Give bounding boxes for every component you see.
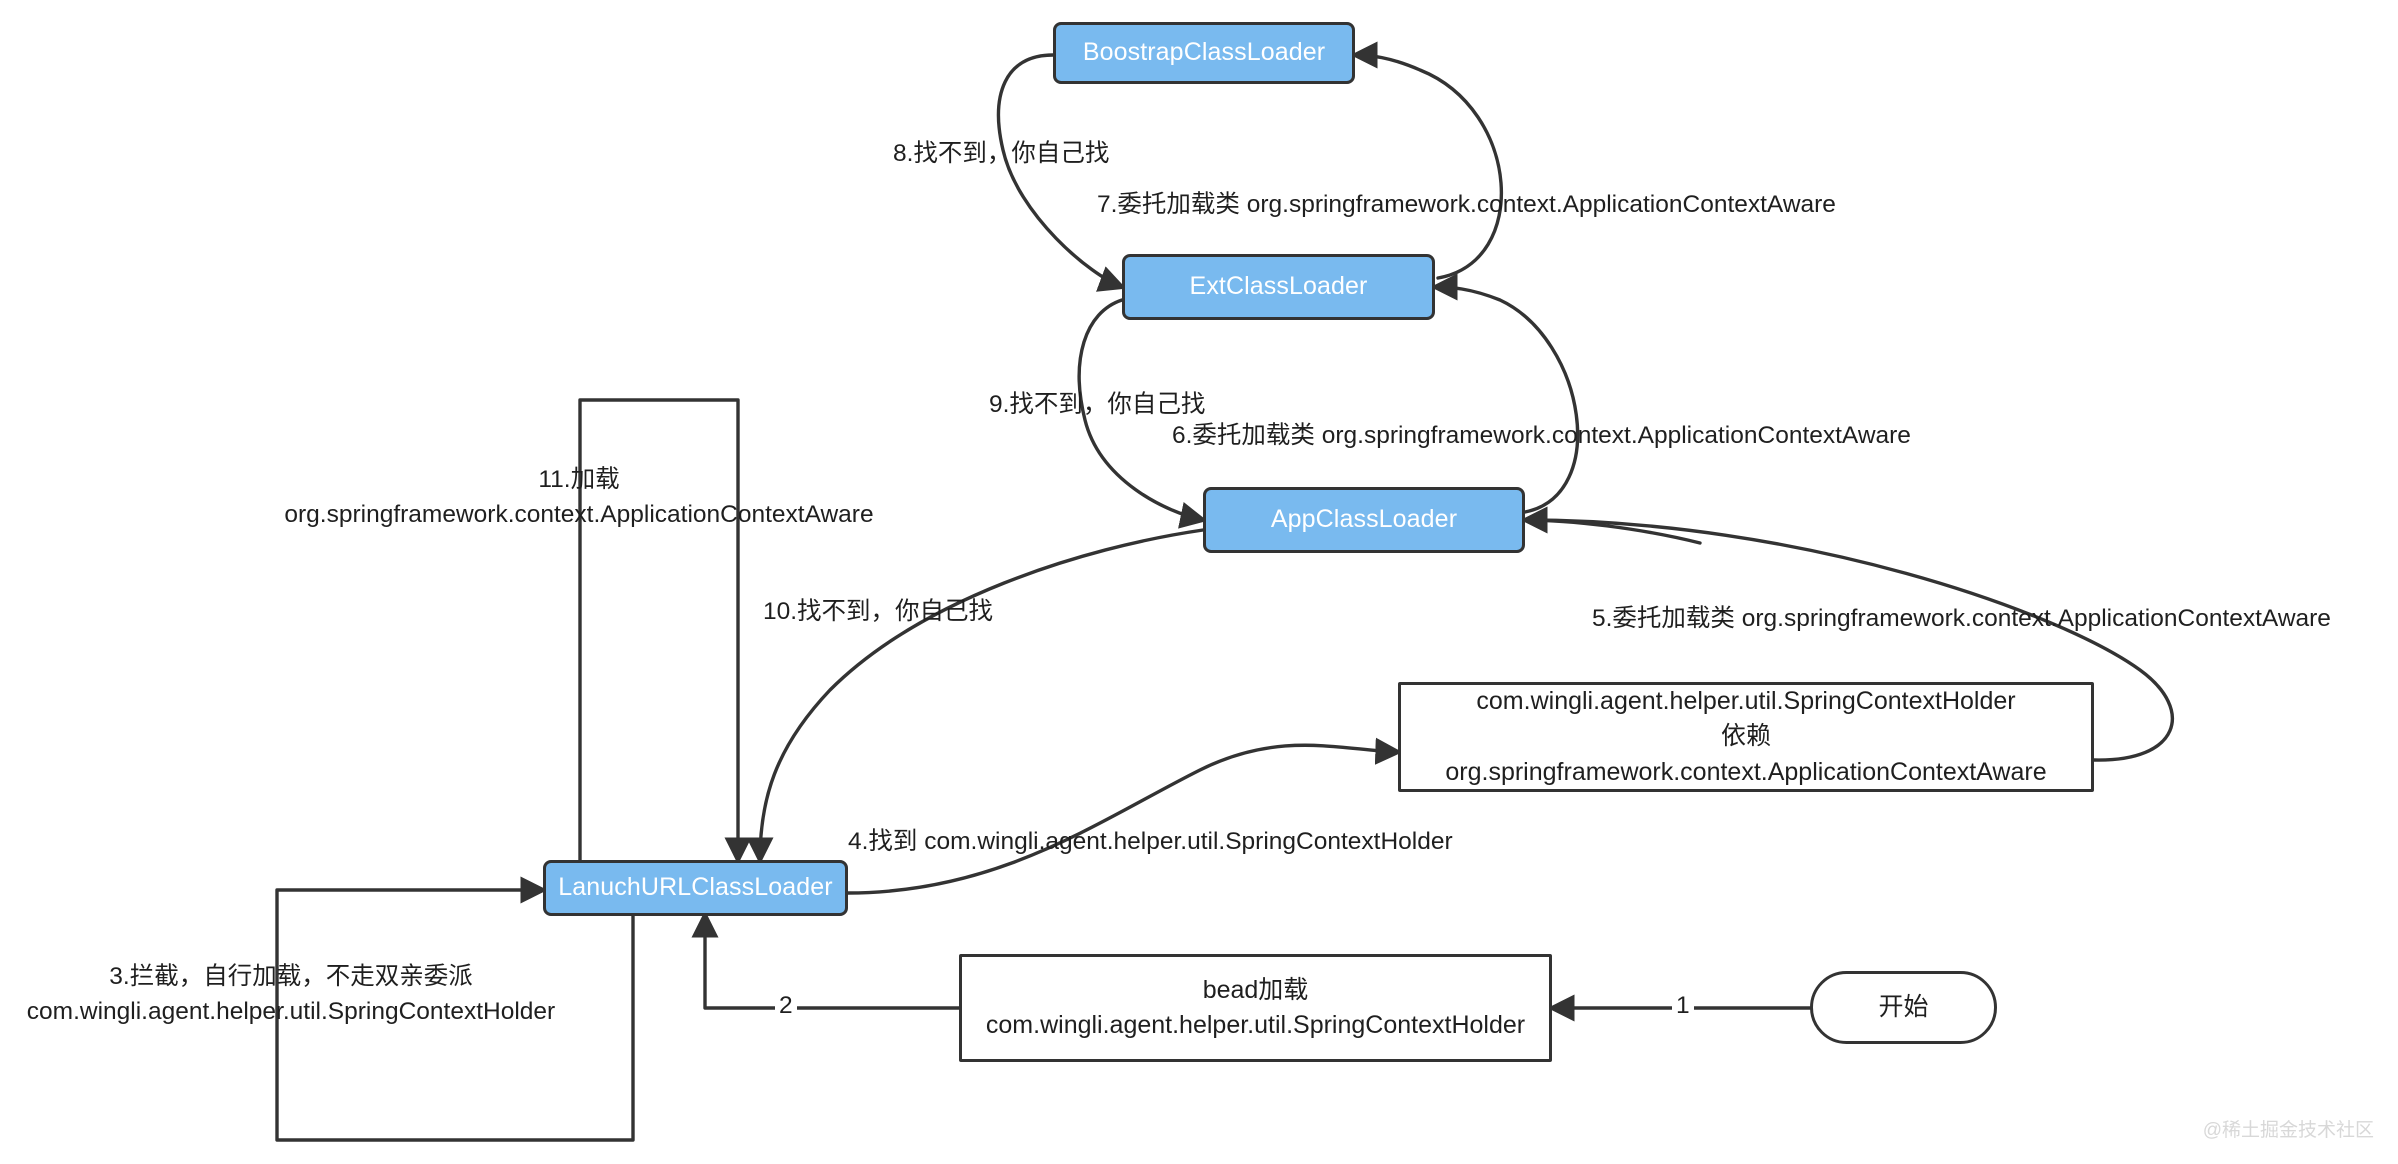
edge-10-path	[746, 528, 1205, 865]
node-spring-context-holder[interactable]: com.wingli.agent.helper.util.SpringConte…	[1398, 682, 2094, 792]
node-bead-load-line-1: bead加载	[1202, 975, 1309, 1004]
edge-label-3: 3.拦截，自行加载，不走双亲委派 com.wingli.agent.helper…	[11, 960, 571, 1030]
edge-label-8: 8.找不到，你自己找	[893, 140, 1110, 167]
node-start-label: 开始	[1878, 992, 1929, 1021]
edge-label-9: 9.找不到，你自己找	[989, 391, 1206, 418]
edge-8-path	[996, 53, 1127, 292]
node-bootstrap-classloader-label: BoostrapClassLoader	[1082, 38, 1326, 67]
node-lanuch-url-classloader[interactable]: LanuchURLClassLoader	[543, 860, 848, 916]
edge-label-6: 6.委托加载类 org.springframework.context.Appl…	[1172, 422, 1911, 449]
edge-11-path	[578, 398, 752, 865]
node-bead-load-line-2: com.wingli.agent.helper.util.SpringConte…	[985, 1011, 1526, 1039]
node-spring-context-holder-line-3: org.springframework.context.ApplicationC…	[1445, 757, 2047, 786]
edge-label-5: 5.委托加载类 org.springframework.context.Appl…	[1592, 605, 2331, 632]
edge-label-4: 4.找到 com.wingli.agent.helper.util.Spring…	[848, 828, 1453, 855]
node-spring-context-holder-line-2: 依赖	[1720, 722, 1771, 751]
node-app-classloader-label: AppClassLoader	[1270, 505, 1458, 534]
edge-label-2: 2	[775, 992, 797, 1020]
edge-9-path	[1077, 298, 1208, 529]
edge-label-3-line-2: com.wingli.agent.helper.util.SpringConte…	[26, 997, 556, 1025]
edge-7-path	[1350, 41, 1504, 280]
edge-label-11-line-2: org.springframework.context.ApplicationC…	[284, 500, 874, 528]
edge-6-path	[1430, 273, 1580, 514]
node-lanuch-url-classloader-label: LanuchURLClassLoader	[558, 873, 833, 902]
edge-label-7: 7.委托加载类 org.springframework.context.Appl…	[1097, 191, 1836, 218]
edge-label-11: 11.加载 org.springframework.context.Applic…	[279, 463, 879, 533]
node-ext-classloader[interactable]: ExtClassLoader	[1122, 254, 1435, 320]
edge-label-1: 1	[1672, 992, 1694, 1020]
node-bootstrap-classloader[interactable]: BoostrapClassLoader	[1053, 22, 1355, 84]
edge-5-head	[1520, 506, 1702, 545]
edge-3-path	[275, 876, 635, 1142]
edge-4-path	[846, 737, 1403, 895]
node-ext-classloader-label: ExtClassLoader	[1189, 272, 1368, 301]
watermark: @稀土掘金技术社区	[2202, 1120, 2374, 1141]
node-app-classloader[interactable]: AppClassLoader	[1203, 487, 1525, 553]
edge-2-path	[691, 910, 961, 1010]
node-spring-context-holder-line-1: com.wingli.agent.helper.util.SpringConte…	[1476, 686, 2016, 715]
node-start[interactable]: 开始	[1810, 971, 1997, 1044]
edge-label-3-line-1: 3.拦截，自行加载，不走双亲委派	[109, 963, 473, 990]
node-bead-load[interactable]: bead加载 com.wingli.agent.helper.util.Spri…	[959, 954, 1552, 1062]
edge-5-path	[1523, 518, 2175, 762]
edge-label-11-line-1: 11.加载	[538, 466, 620, 493]
edge-label-10: 10.找不到，你自己找	[763, 598, 994, 625]
